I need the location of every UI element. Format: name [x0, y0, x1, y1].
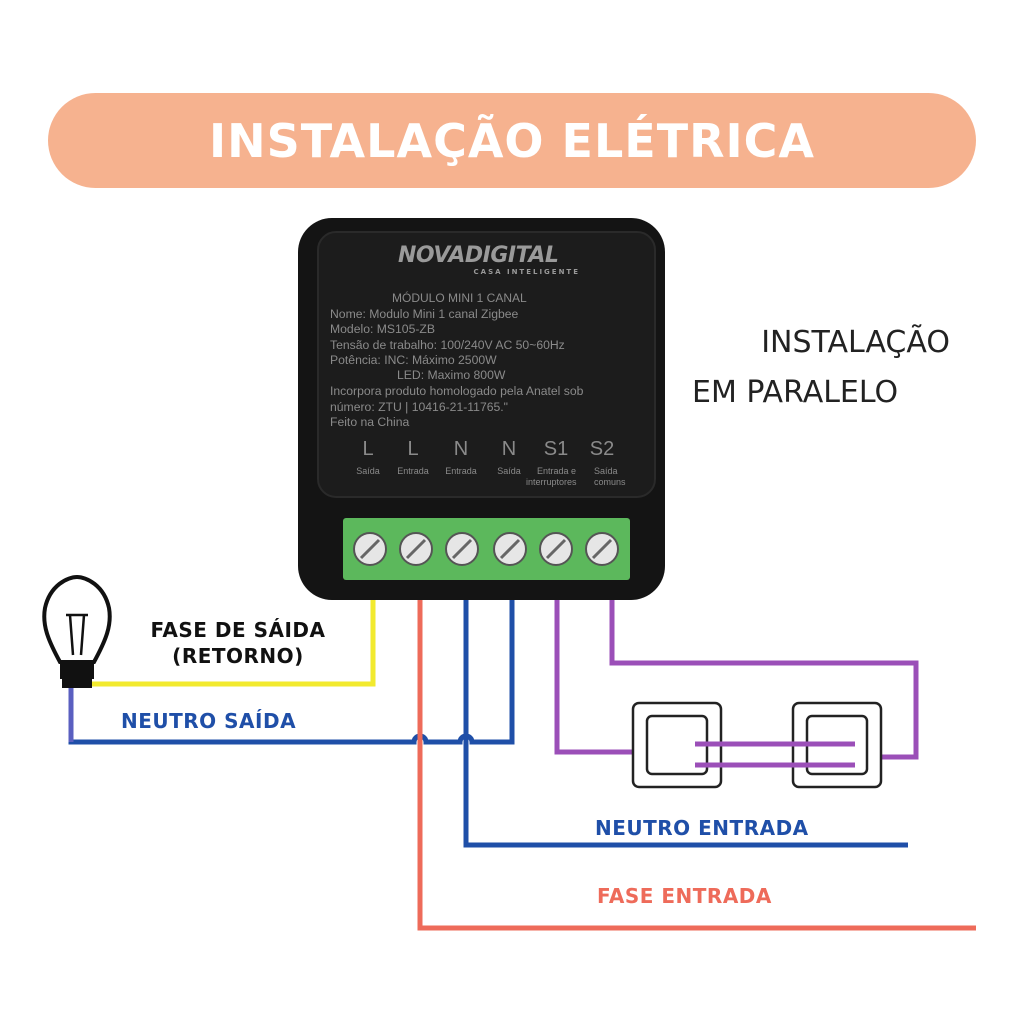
terminal-desc: Saída [356, 466, 380, 476]
page-title: INSTALAÇÃO ELÉTRICA [209, 113, 815, 168]
screw-slot [499, 538, 521, 560]
terminal-desc: Saída [497, 466, 521, 476]
brand-subtitle: CASA INTELIGENTE [473, 268, 580, 276]
label-fase-saida-line2: (RETORNO) [172, 644, 304, 668]
light-bulb-icon [42, 574, 112, 688]
wire-fase-saida [92, 600, 376, 687]
terminal-code: N [453, 438, 469, 460]
side-label-line1: INSTALAÇÃO [761, 325, 950, 360]
wire-neutro-entrada [463, 600, 908, 848]
label-fase-saida: FASE DE SÁIDA (RETORNO) [143, 618, 333, 668]
terminal-code: S1 [543, 438, 569, 460]
wire-neutro-saida [68, 600, 515, 745]
device-specs: Nome: Modulo Mini 1 canal Zigbee Modelo:… [330, 307, 583, 430]
terminal-desc: comuns [594, 477, 626, 487]
wire-fase-entrada [417, 600, 976, 931]
spec-line: Incorpora produto homologado pela Anatel… [330, 384, 584, 399]
spec-line: Tensão de trabalho: 100/240V AC 50~60Hz [330, 337, 565, 352]
label-neutro-entrada: NEUTRO ENTRADA [595, 816, 809, 840]
terminal-code: N [501, 438, 517, 460]
label-neutro-saida: NEUTRO SAÍDA [121, 709, 297, 733]
device-heading: MÓDULO MINI 1 CANAL [392, 291, 527, 305]
brand-name: NOVADIGITAL [398, 243, 559, 268]
terminal-desc: Entrada e [537, 466, 577, 476]
title-banner: INSTALAÇÃO ELÉTRICA [48, 93, 976, 188]
terminal-desc: Entrada [397, 466, 429, 476]
screw-slot [545, 538, 567, 560]
wire-s1 [554, 600, 640, 755]
installation-type-label: INSTALAÇÃO EM PARALELO [692, 318, 950, 418]
label-fase-saida-line1: FASE DE SÁIDA [150, 618, 326, 642]
screw-slot [405, 538, 427, 560]
terminal-code: L [362, 438, 374, 460]
screw-slot [359, 538, 381, 560]
side-label-line2: EM PARALELO [692, 375, 899, 410]
screw-slot [451, 538, 473, 560]
spec-line: Nome: Modulo Mini 1 canal Zigbee [330, 307, 519, 321]
label-panel [317, 231, 656, 498]
terminal-code: L [407, 438, 419, 460]
terminal-desc: Entrada [445, 466, 477, 476]
spec-line: Modelo: MS105-ZB [330, 322, 435, 337]
terminal-code: S2 [589, 438, 615, 460]
brand-logo: NOVADIGITAL CASA INTELIGENTE [398, 244, 588, 277]
label-fase-entrada: FASE ENTRADA [597, 884, 772, 908]
terminal-desc: Saída [594, 466, 618, 476]
spec-line: número: ZTU | 10416-21-11765." [330, 399, 508, 414]
spec-line: Potência: INC: Máximo 2500W [330, 352, 497, 367]
terminal-desc: interruptores [526, 477, 577, 487]
spec-line: LED: Maximo 800W [397, 368, 506, 383]
screw-slot [591, 538, 613, 560]
spec-line: Feito na China [330, 415, 410, 430]
wire-s2 [609, 600, 919, 760]
